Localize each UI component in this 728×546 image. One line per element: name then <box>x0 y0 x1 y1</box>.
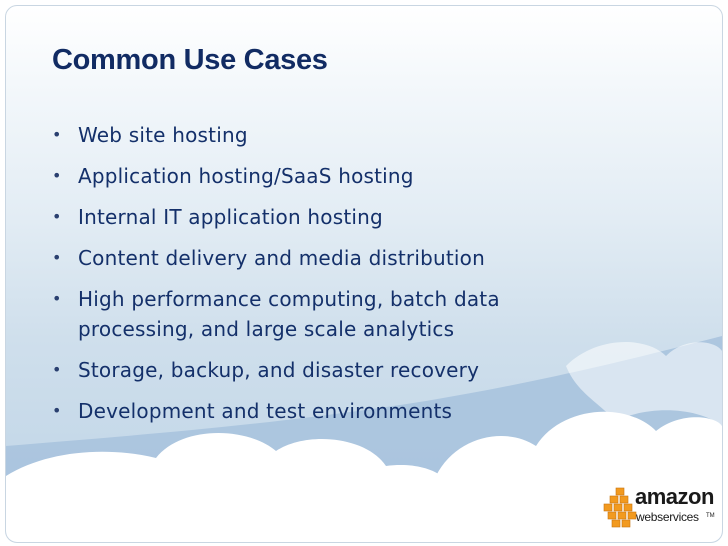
bullet-text: Storage, backup, and disaster recovery <box>78 358 480 382</box>
bullet-dot: • <box>52 166 62 185</box>
bullet-text: High performance computing, batch data <box>78 287 500 311</box>
slide: Common Use Cases • Web site hosting • Ap… <box>5 5 723 543</box>
bullet-text: Development and test environments <box>78 399 453 423</box>
cloud-highlight <box>566 342 722 426</box>
slide-title: Common Use Cases <box>52 44 328 76</box>
bullet-dot: • <box>52 125 62 144</box>
bullet-dot: • <box>52 360 62 379</box>
cloud-right <box>436 411 722 542</box>
bullet-item: • High performance computing, batch data… <box>50 284 650 344</box>
bullet-item: • Web site hosting <box>50 120 650 150</box>
cloud-background <box>6 336 722 542</box>
bullet-text: Internal IT application hosting <box>78 205 383 229</box>
aws-cubes-icon <box>603 487 637 528</box>
bullet-item: • Content delivery and media distributio… <box>50 243 650 273</box>
bullet-item: • Development and test environments <box>50 396 650 426</box>
aws-logo: amazon webservices TM <box>602 484 715 532</box>
cloud-left <box>6 433 461 542</box>
logo-trademark: TM <box>706 513 715 519</box>
bullet-text: Content delivery and media distribution <box>78 246 485 270</box>
bullet-dot: • <box>52 248 62 267</box>
logo-wordmark: amazon <box>635 484 714 509</box>
bullet-item: • Internal IT application hosting <box>50 202 650 232</box>
bullet-text-continued: processing, and large scale analytics <box>78 317 455 341</box>
bullet-dot: • <box>52 207 62 226</box>
logo-subtitle: webservices <box>636 510 699 524</box>
bullet-text: Application hosting/SaaS hosting <box>78 164 414 188</box>
bullet-item: • Application hosting/SaaS hosting <box>50 161 650 191</box>
bullet-item: • Storage, backup, and disaster recovery <box>50 355 650 385</box>
bullet-text: Web site hosting <box>78 123 248 147</box>
bullet-dot: • <box>52 289 62 308</box>
bullet-list: • Web site hosting • Application hosting… <box>50 120 650 437</box>
bullet-dot: • <box>52 401 62 420</box>
